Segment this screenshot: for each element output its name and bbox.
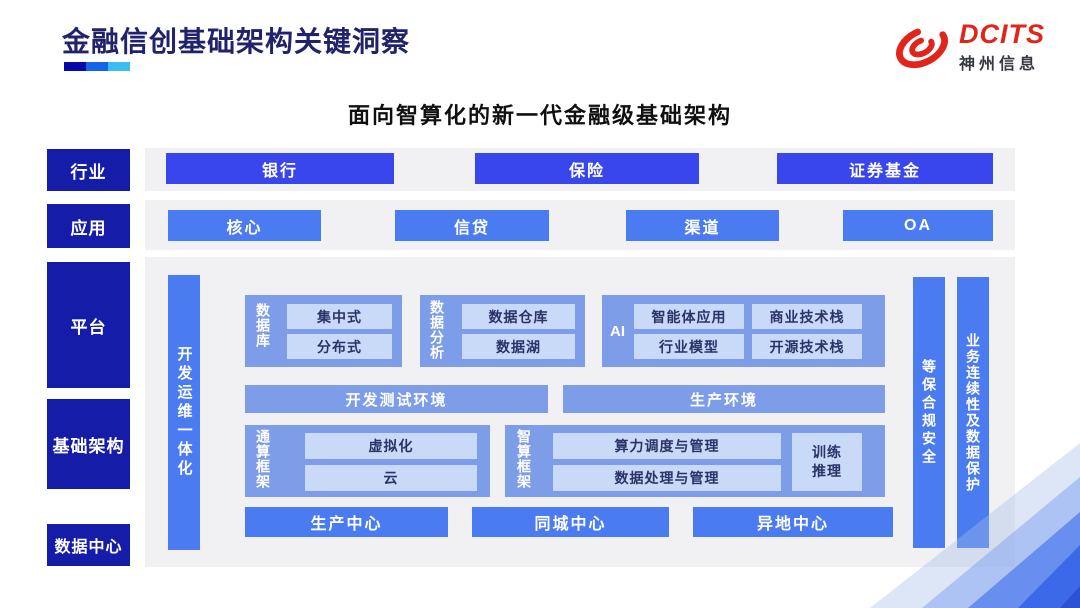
app-item-credit: 信贷 [395, 210, 549, 241]
center-remote: 异地中心 [693, 507, 893, 537]
general-item-cloud: 云 [305, 465, 477, 491]
row-label-industry: 行业 [47, 149, 130, 191]
intelligent-item-compute-scheduling: 算力调度与管理 [553, 433, 781, 459]
env-dev-test: 开发测试环境 [245, 385, 548, 413]
general-computing-group: 通算框架 虚拟化 云 [245, 425, 490, 497]
ai-group: AI 智能体应用 商业技术栈 行业模型 开源技术栈 [602, 295, 885, 367]
app-item-channel: 渠道 [626, 210, 779, 241]
devops-bar: 开发运维一体化 [168, 275, 200, 550]
intelligent-item-data-processing: 数据处理与管理 [553, 465, 781, 491]
architecture-panel: 开发运维一体化 数据库 集中式 分布式 数据分析 数据仓库 数据湖 AI 智能体… [145, 257, 1015, 567]
company-logo: DCITS 神州信息 [893, 14, 1063, 80]
database-group-label: 数据库 [255, 303, 271, 348]
dcits-swirl-icon [896, 25, 948, 69]
intelligent-computing-label: 智算框架 [516, 429, 532, 489]
row-label-application: 应用 [47, 204, 130, 248]
inference-line: 推理 [812, 463, 842, 479]
analytics-group-label: 数据分析 [429, 300, 445, 360]
database-item-distributed: 分布式 [287, 334, 392, 359]
ai-item-commercial-stack: 商业技术栈 [752, 304, 862, 329]
logo-company-text: 神州信息 [959, 56, 1040, 73]
training-line: 训练 [812, 444, 842, 460]
intelligent-item-training-inference: 训练 推理 [792, 433, 862, 491]
analytics-item-warehouse: 数据仓库 [462, 304, 575, 329]
industry-strip: 银行 保险 证券基金 [145, 148, 1015, 191]
security-compliance-bar: 等保合规安全 [913, 277, 945, 548]
app-item-core: 核心 [168, 210, 321, 241]
env-production: 生产环境 [563, 385, 885, 413]
logo-brand-text: DCITS [959, 19, 1045, 49]
page-title: 金融信创基础架构关键洞察 [62, 26, 411, 57]
database-item-centralized: 集中式 [287, 304, 392, 329]
industry-item-insurance: 保险 [475, 153, 699, 184]
center-same-city: 同城中心 [472, 507, 669, 537]
industry-item-bank: 银行 [166, 153, 394, 184]
ai-group-label: AI [610, 323, 625, 340]
row-label-infrastructure: 基础架构 [47, 399, 130, 489]
ai-item-agent-app: 智能体应用 [634, 304, 744, 329]
industry-item-securities: 证券基金 [777, 153, 993, 184]
title-accent-bar [64, 62, 130, 71]
row-label-datacenter: 数据中心 [47, 524, 130, 566]
diagram-subtitle: 面向智算化的新一代金融级基础架构 [347, 103, 732, 128]
ai-item-industry-model: 行业模型 [634, 334, 744, 359]
business-continuity-bar: 业务连续性及数据保护 [957, 277, 989, 548]
row-label-platform: 平台 [47, 262, 130, 388]
application-strip: 核心 信贷 渠道 OA [145, 200, 1015, 250]
intelligent-computing-group: 智算框架 算力调度与管理 数据处理与管理 训练 推理 [505, 425, 885, 497]
general-computing-label: 通算框架 [255, 429, 271, 489]
ai-item-opensource-stack: 开源技术栈 [752, 334, 862, 359]
database-group: 数据库 集中式 分布式 [245, 295, 402, 367]
app-item-oa: OA [843, 210, 993, 241]
center-production: 生产中心 [245, 507, 448, 537]
general-item-virtualization: 虚拟化 [305, 433, 477, 459]
analytics-group: 数据分析 数据仓库 数据湖 [420, 295, 585, 367]
analytics-item-lake: 数据湖 [462, 334, 575, 359]
